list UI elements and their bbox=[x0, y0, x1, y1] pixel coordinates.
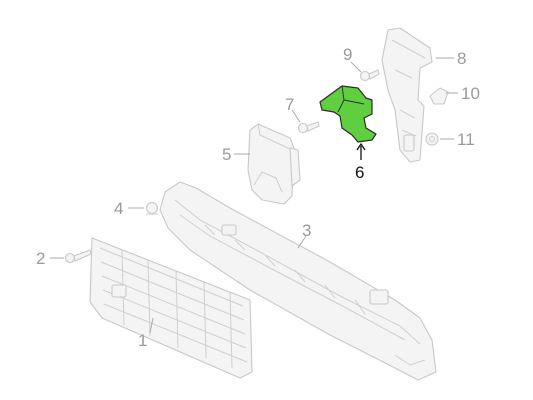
part-10-clip[interactable] bbox=[429, 87, 449, 105]
callout-2: 2 bbox=[36, 249, 45, 268]
leader-9 bbox=[350, 61, 362, 73]
part-1-grille[interactable] bbox=[89, 237, 253, 379]
callout-1: 1 bbox=[138, 331, 147, 350]
part-7-screw[interactable] bbox=[297, 121, 320, 134]
callout-8: 8 bbox=[457, 49, 466, 68]
callout-9: 9 bbox=[343, 45, 352, 64]
leader-6-arrowhead bbox=[356, 142, 366, 151]
leader-3 bbox=[297, 235, 307, 249]
part-8-bracket[interactable] bbox=[381, 27, 433, 163]
part-11-nut[interactable] bbox=[425, 132, 439, 146]
callout-3: 3 bbox=[302, 221, 311, 240]
part-3-carrier[interactable] bbox=[159, 181, 437, 381]
part-6-highlighted-bracket[interactable] bbox=[319, 85, 377, 143]
callout-5: 5 bbox=[222, 145, 231, 164]
leader-7 bbox=[291, 109, 301, 123]
part-4-clip[interactable] bbox=[145, 201, 159, 215]
callout-4: 4 bbox=[114, 199, 123, 218]
leader-1 bbox=[149, 317, 154, 334]
part-9-screw[interactable] bbox=[359, 69, 380, 82]
callout-10: 10 bbox=[461, 84, 480, 103]
part-5-air-duct[interactable] bbox=[247, 123, 301, 205]
callout-7: 7 bbox=[285, 95, 294, 114]
callout-6: 6 bbox=[355, 163, 364, 182]
callout-11: 11 bbox=[457, 130, 475, 149]
part-2-bolt[interactable] bbox=[64, 249, 92, 264]
